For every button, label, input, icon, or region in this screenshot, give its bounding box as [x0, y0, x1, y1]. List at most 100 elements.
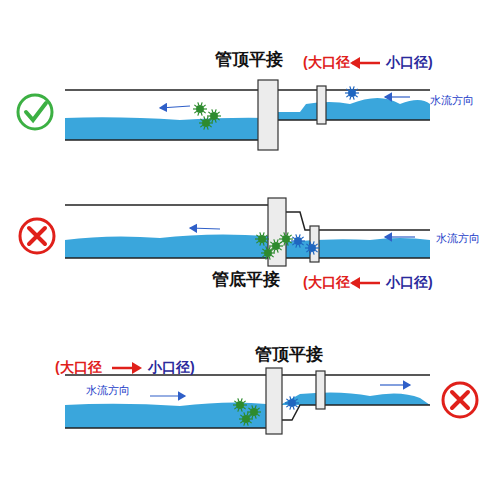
bacteria-spike: [265, 257, 267, 260]
bacteria-spike: [237, 398, 239, 401]
bacteria-spike: [257, 414, 259, 416]
bacteria-spike: [295, 399, 297, 401]
bacteria-spike: [208, 118, 210, 120]
bacteria-body: [196, 105, 204, 113]
bacteria-spike: [243, 401, 245, 403]
cross-mark: [29, 228, 45, 244]
bacteria-spike: [248, 414, 250, 416]
bacteria-spike: [194, 105, 196, 107]
bacteria-spike: [209, 119, 211, 121]
bacteria-spike: [271, 255, 273, 257]
bacteria-spike: [201, 113, 203, 116]
bacteria-spike: [262, 255, 264, 257]
bacteria-body: [294, 237, 302, 245]
bacteria-spike: [313, 252, 315, 255]
bacteria-spike: [265, 235, 267, 237]
bacteria-spike: [263, 243, 265, 246]
bacteria-spike: [269, 245, 272, 246]
bacteria-spike: [271, 249, 273, 251]
bacteria-body: [308, 244, 316, 252]
bacteria-spike: [302, 240, 305, 241]
bacteria-spike: [346, 95, 348, 97]
bacteria-spike: [355, 95, 357, 97]
bacteria-spike: [313, 241, 315, 244]
bacteria-spike: [247, 412, 249, 415]
bacteria-spike: [215, 109, 217, 112]
bacteria-body: [202, 119, 210, 127]
bacteria-spike: [286, 405, 288, 407]
bacteria-spike: [289, 396, 291, 399]
bacteria: [291, 234, 319, 254]
bacteria-spike: [215, 120, 217, 123]
bacteria: [193, 102, 221, 129]
bacteria-spike: [204, 108, 207, 109]
red-arrowhead: [350, 57, 360, 69]
bacteria-spike: [291, 240, 294, 241]
bacteria-spike: [197, 102, 199, 105]
bacteria-body: [236, 401, 244, 409]
bacteria-spike: [255, 416, 257, 419]
bacteria-spike: [209, 125, 211, 127]
bacteria-spike: [200, 125, 202, 127]
bacteria-spike: [194, 111, 196, 113]
bacteria-spike: [290, 238, 293, 239]
bacteria-spike: [305, 247, 308, 248]
bacteria-spike: [249, 415, 251, 417]
bacteria-spike: [201, 102, 203, 105]
flow-direction-label: 水流方向: [86, 384, 130, 397]
small-diameter-label: 小口径): [386, 274, 433, 291]
bacteria-spike: [280, 235, 282, 237]
bacteria-spike: [292, 243, 294, 245]
panel-title: 管顶平接: [215, 50, 283, 70]
bacteria-spike: [237, 409, 239, 412]
bacteria-spike: [273, 250, 275, 253]
pipe-wall: [65, 375, 266, 428]
bacteria-spike: [217, 118, 219, 120]
check-icon: [18, 95, 52, 129]
pipe-wall: [65, 205, 268, 258]
bacteria-spike: [200, 119, 202, 121]
bacteria-spike: [289, 407, 291, 410]
bacteria-spike: [283, 232, 285, 235]
flow-arrow: [385, 96, 410, 97]
bacteria-spike: [255, 238, 258, 239]
bacteria-body: [282, 235, 290, 243]
bacteria-spike: [210, 122, 213, 123]
bacteria-spike: [306, 244, 308, 246]
bacteria-spike: [289, 235, 291, 237]
panel-title: 管顶平接: [255, 345, 323, 365]
bacteria-spike: [293, 407, 295, 410]
bacteria-spike: [208, 112, 210, 114]
check-mark: [26, 103, 46, 120]
bacteria-spike: [240, 421, 242, 423]
red-arrowhead: [132, 362, 142, 374]
bacteria-spike: [251, 405, 253, 408]
bacteria-spike: [295, 245, 297, 248]
bacteria-spike: [207, 115, 210, 116]
bacteria-spike: [265, 241, 267, 243]
flow-direction-label: 水流方向: [436, 232, 480, 245]
bacteria-spike: [203, 116, 205, 119]
bacteria-spike: [256, 241, 258, 243]
water: [65, 117, 268, 140]
bacteria-spike: [234, 401, 236, 403]
bacteria-spike: [241, 398, 243, 401]
panel-top-flush-correct: [18, 57, 430, 150]
pipe-wall: [286, 212, 430, 258]
red-arrowhead: [350, 277, 360, 289]
bacteria-body: [258, 235, 266, 243]
bacteria-spike: [353, 97, 355, 100]
bacteria: [285, 396, 299, 409]
bacteria-spike: [203, 127, 205, 130]
pipe-wall: [65, 90, 268, 140]
panel-top-flush-wrong: [65, 362, 477, 434]
bacteria-spike: [269, 257, 271, 260]
coupling: [317, 86, 326, 124]
flow-direction-label: 水流方向: [430, 94, 474, 107]
bacteria-spike: [203, 111, 205, 113]
water: [278, 98, 430, 120]
bacteria-spike: [269, 246, 271, 249]
bacteria-spike: [266, 238, 269, 239]
bacteria-body: [348, 89, 356, 97]
bacteria-spike: [277, 239, 279, 242]
